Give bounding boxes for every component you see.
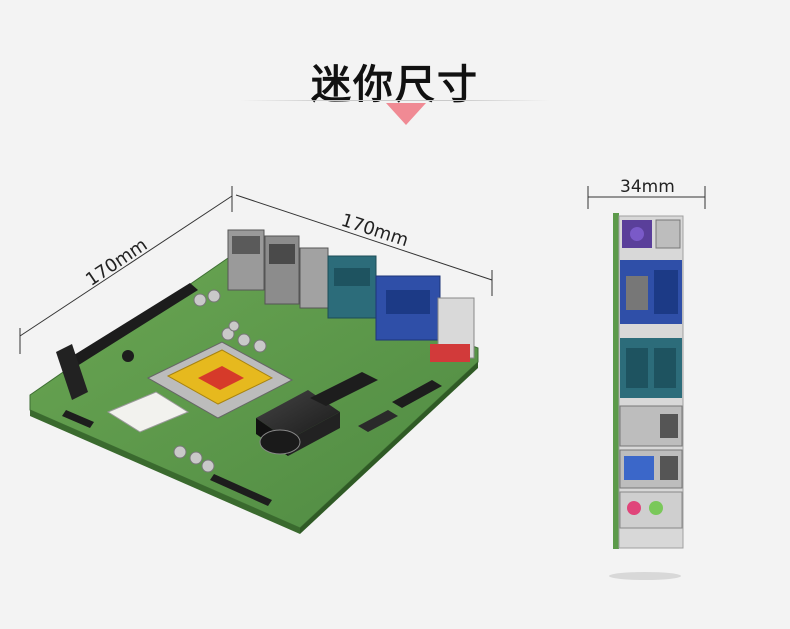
dimension-lines [19,186,706,354]
title-divider [240,100,550,101]
cmos-battery [259,429,301,455]
pin-header-row [210,474,272,506]
side-view-board [613,213,684,549]
pcie-slot [66,283,198,368]
buzzer [122,350,134,362]
title-arrow-icon [386,103,426,125]
thickness-dimension-label: 34mm [620,177,675,197]
rear-io-cluster [227,229,475,362]
cpu-socket [146,341,294,419]
capacitors [173,289,267,473]
atx-power-connector [106,391,190,433]
side-shadow [609,572,681,580]
sodimm-slot [310,372,378,406]
